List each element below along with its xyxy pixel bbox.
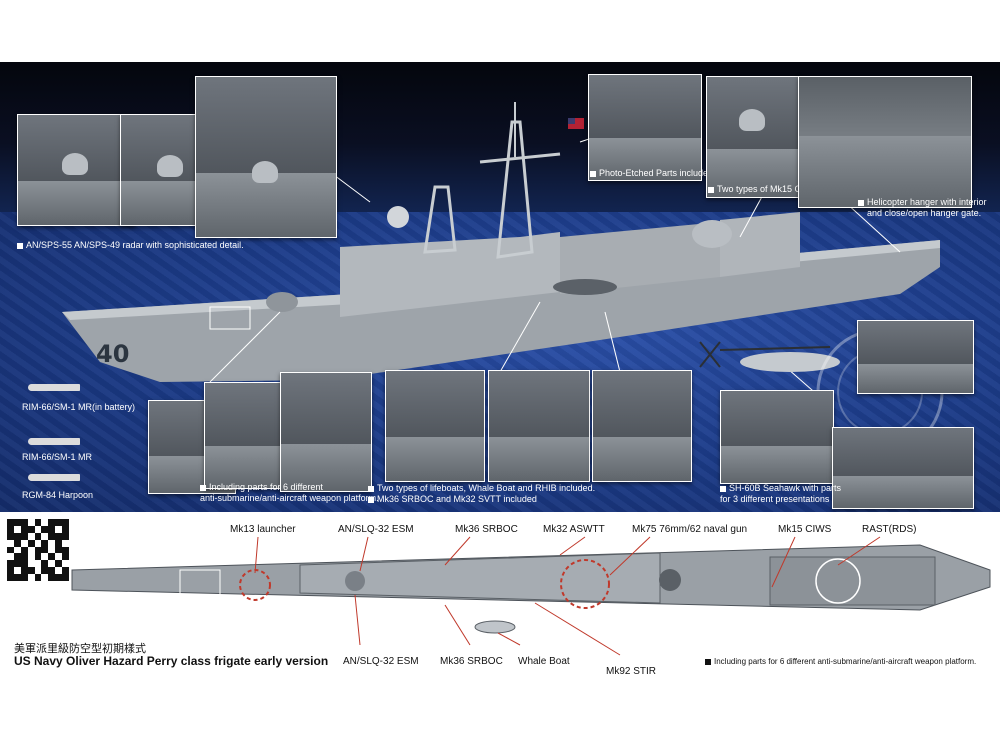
callout-mk36-srboc-top: Mk36 SRBOC (455, 524, 518, 535)
caption-photo-etched: Photo-Etched Parts included. (590, 168, 716, 179)
missile-label-2: RIM-66/SM-1 MR (22, 452, 93, 462)
footnote-weapon-platforms: Including parts for 6 different anti-sub… (705, 657, 976, 666)
product-photo: 40 AN/SPS-55 AN/SPS-49 radar with sophis… (0, 62, 1000, 512)
inset-weapon-3 (280, 372, 372, 492)
inset-helo-2 (720, 390, 834, 484)
callout-whale-boat: Whale Boat (518, 656, 570, 667)
title-english: US Navy Oliver Hazard Perry class frigat… (14, 654, 329, 668)
inset-boats-2 (488, 370, 590, 482)
callout-mk75-gun: Mk75 76mm/62 naval gun (632, 524, 748, 535)
inset-photo-etched (588, 74, 702, 181)
qr-code[interactable] (7, 519, 69, 581)
callout-mk13-launcher: Mk13 launcher (230, 524, 296, 535)
top-white-band (0, 0, 1000, 62)
caption-radar: AN/SPS-55 AN/SPS-49 radar with sophistic… (17, 240, 244, 251)
inset-weapon-2 (204, 382, 292, 489)
callout-an-slq-32-esm-bottom: AN/SLQ-32 ESM (343, 656, 419, 667)
inset-radar-1 (17, 114, 135, 226)
missile-sm1 (28, 438, 80, 445)
inset-boats-3 (592, 370, 692, 482)
callout-mk92-stir: Mk92 STIR (606, 666, 657, 677)
callout-rast: RAST(RDS) (862, 524, 917, 535)
inset-boats-1 (385, 370, 485, 482)
hull-number: 40 (96, 340, 130, 368)
callout-an-slq-32-esm-top: AN/SLQ-32 ESM (338, 524, 414, 535)
callout-mk36-srboc-bottom: Mk36 SRBOC (440, 656, 503, 667)
caption-ciws: Two types of Mk15 CWS. (708, 184, 818, 195)
missile-label-3: RGM-84 Harpoon (22, 490, 94, 500)
inset-radar-3 (195, 76, 337, 238)
missile-label-1: RIM-66/SM-1 MR(in battery) (22, 402, 136, 412)
inset-ciws (706, 76, 800, 198)
missile-sm1-battery (28, 384, 80, 391)
callout-mk15-ciws: Mk15 CIWS (778, 524, 832, 535)
ship-model (62, 87, 944, 456)
inset-helo-1 (857, 320, 974, 394)
inset-hangar (798, 76, 972, 208)
missile-harpoon (28, 474, 80, 481)
ship-plan-view (71, 536, 991, 656)
title-chinese: 美軍派里級防空型初期樣式 (14, 642, 146, 655)
callout-mk32-aswtt: Mk32 ASWTT (543, 524, 605, 535)
inset-helo-3 (832, 427, 974, 509)
caption-boats: Two types of lifeboats, Whale Boat and R… (368, 483, 595, 505)
